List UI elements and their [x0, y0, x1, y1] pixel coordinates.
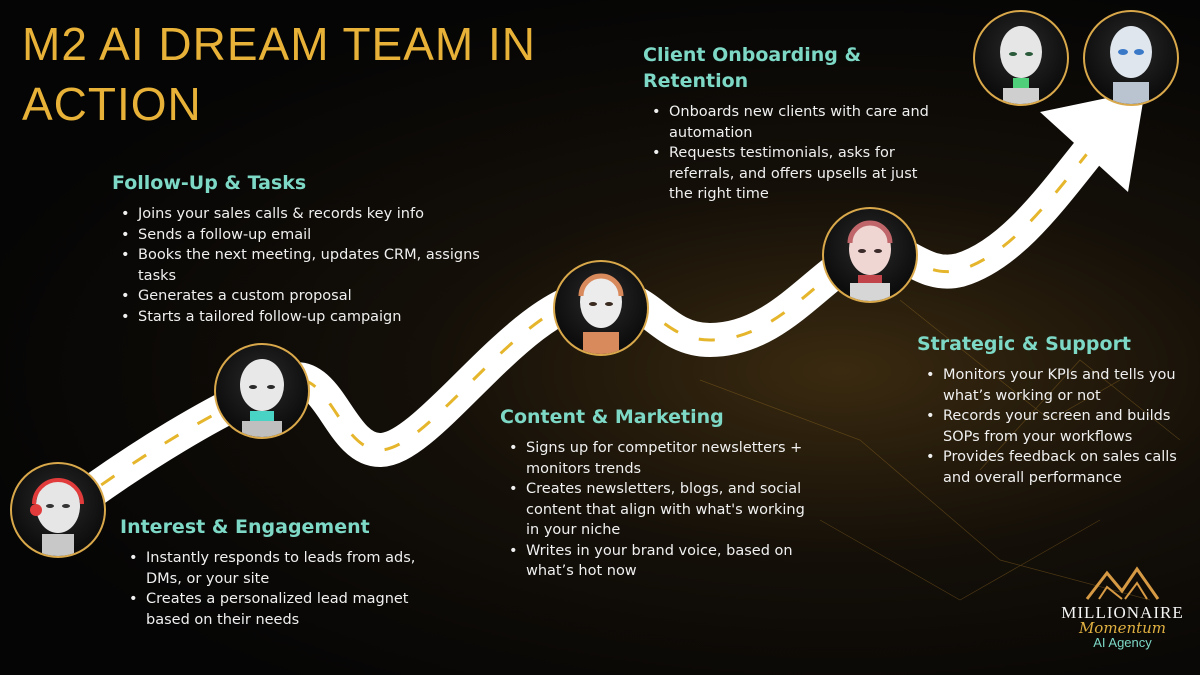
section-heading: Strategic & Support	[917, 333, 1132, 355]
bullet-item: Records your screen and builds SOPs from…	[926, 406, 1192, 447]
section-heading: Interest & Engagement	[120, 516, 370, 538]
bullet-item: Creates a personalized lead magnet based…	[129, 589, 420, 630]
robot-avatar-red	[10, 462, 106, 558]
section-heading: Follow-Up & Tasks	[112, 172, 307, 194]
robot-avatar-teal	[214, 343, 310, 439]
bullet-list: Monitors your KPIs and tells you what’s …	[917, 365, 1192, 488]
section-client-onboarding: Client Onboarding & Retention Onboards n…	[643, 42, 933, 205]
section-strategic-support: Strategic & Support Monitors your KPIs a…	[917, 331, 1192, 488]
bullet-item: Monitors your KPIs and tells you what’s …	[926, 365, 1192, 406]
bullet-item: Signs up for competitor newsletters + mo…	[509, 438, 810, 479]
robot-avatar-blue	[1083, 10, 1179, 106]
bullet-item: Provides feedback on sales calls and ove…	[926, 447, 1192, 488]
robot-face-icon	[847, 220, 893, 301]
robot-face-icon	[578, 273, 624, 354]
logo-subtitle: AI Agency	[1093, 635, 1152, 650]
robot-avatar-green	[973, 10, 1069, 106]
bullet-list: Instantly responds to leads from ads, DM…	[120, 548, 420, 630]
logo-name: MILLIONAIRE	[1061, 603, 1184, 622]
bullet-item: Requests testimonials, asks for referral…	[652, 143, 933, 205]
bullet-item: Creates newsletters, blogs, and social c…	[509, 479, 810, 541]
brand-logo: MILLIONAIRE Momentum AI Agency	[1055, 565, 1190, 655]
road-center-dashes	[39, 149, 1092, 532]
mountain-logo-icon	[1085, 566, 1160, 600]
robot-face-icon	[1110, 26, 1152, 104]
bullet-item: Onboards new clients with care and autom…	[652, 102, 933, 143]
section-heading: Content & Marketing	[500, 406, 724, 428]
road-arrow-head	[1040, 90, 1145, 192]
bullet-list: Onboards new clients with care and autom…	[643, 102, 933, 205]
robot-avatar-bronze	[553, 260, 649, 356]
section-content-marketing: Content & Marketing Signs up for competi…	[500, 404, 810, 582]
robot-avatar-pink	[822, 207, 918, 303]
bullet-item: Joins your sales calls & records key inf…	[121, 204, 502, 225]
robot-face-icon	[1000, 26, 1042, 104]
bullet-item: Writes in your brand voice, based on wha…	[509, 541, 810, 582]
section-heading: Client Onboarding & Retention	[643, 44, 862, 92]
section-interest-engagement: Interest & Engagement Instantly responds…	[120, 514, 420, 630]
bullet-item: Books the next meeting, updates CRM, ass…	[121, 245, 502, 286]
bullet-item: Starts a tailored follow-up campaign	[121, 307, 502, 328]
robot-face-icon	[30, 478, 84, 556]
bullet-item: Instantly responds to leads from ads, DM…	[129, 548, 420, 589]
robot-face-icon	[240, 359, 284, 437]
bullet-item: Generates a custom proposal	[121, 286, 502, 307]
bullet-item: Sends a follow-up email	[121, 225, 502, 246]
page-title: M2 AI DREAM TEAM IN ACTION	[22, 18, 537, 130]
section-follow-up-tasks: Follow-Up & Tasks Joins your sales calls…	[112, 170, 502, 327]
bullet-list: Signs up for competitor newsletters + mo…	[500, 438, 810, 582]
logo-script: Momentum	[1078, 619, 1167, 637]
bullet-list: Joins your sales calls & records key inf…	[112, 204, 502, 327]
